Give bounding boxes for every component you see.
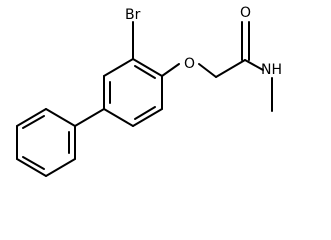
bond: [132, 58, 163, 77]
bond: [103, 108, 134, 127]
structure-svg: Br O O NH: [16, 5, 282, 177]
carbonyl-nitrogen-bond: [244, 59, 264, 71]
double-bond-inner: [22, 156, 45, 170]
oxygen-methylene-bond: [198, 63, 217, 78]
biaryl-bond: [74, 108, 105, 127]
double-bond-inner: [134, 106, 156, 120]
aryl-oxygen-bond: [161, 63, 180, 77]
double-bond-inner: [134, 65, 156, 79]
bromophenyl-ring: [103, 58, 163, 127]
ether-oxygen-label: O: [184, 56, 195, 72]
molecule-diagram: Br O O NH: [16, 5, 282, 177]
bromine-label: Br: [125, 7, 141, 23]
phenyl-ring: [16, 108, 76, 177]
bond: [16, 158, 47, 177]
double-bond-inner: [22, 115, 45, 129]
bond: [45, 108, 76, 127]
bond: [132, 108, 163, 127]
bond: [16, 108, 47, 127]
bond: [103, 58, 134, 77]
methylene-carbonyl-bond: [215, 59, 246, 78]
carbonyl-oxygen-label: O: [240, 5, 251, 21]
amide-nitrogen-label: NH: [261, 62, 282, 78]
bond: [45, 158, 76, 177]
